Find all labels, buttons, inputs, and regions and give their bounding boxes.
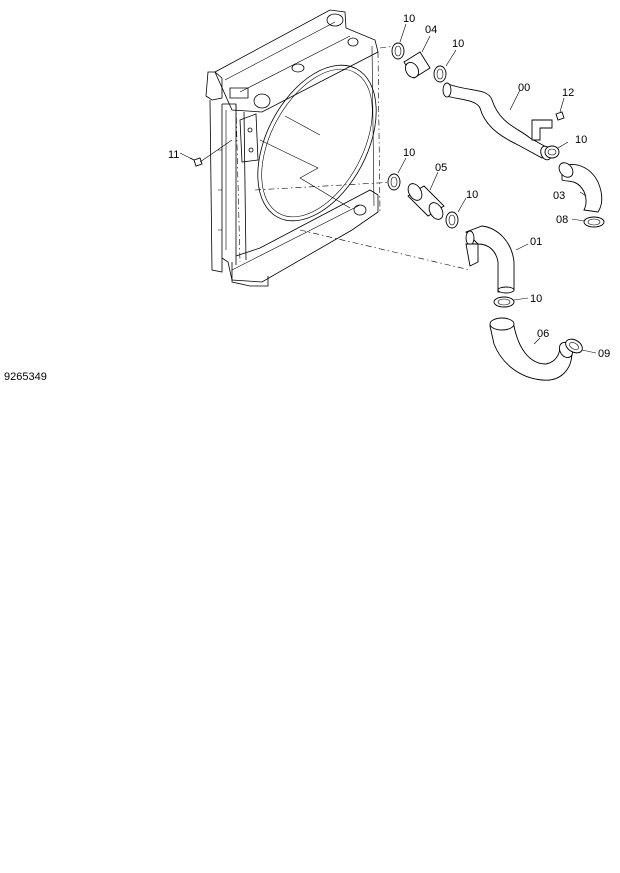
clamp-part-09	[565, 338, 597, 354]
clamp-part-10-upper-right	[544, 141, 569, 159]
callout-01: 01	[530, 236, 542, 248]
sleeve-part-05	[407, 171, 445, 220]
sleeve-part-04	[403, 35, 431, 79]
bolt-part-11	[179, 139, 233, 167]
callout-10-upper-mid: 10	[452, 38, 464, 50]
pipe-part-00	[442, 82, 553, 161]
callout-09: 09	[598, 348, 610, 360]
radiator-assembly	[205, 9, 471, 287]
clamp-part-10-upper-left	[391, 23, 407, 60]
callout-10-lower-left: 10	[403, 147, 415, 159]
callout-05: 05	[435, 162, 447, 174]
drawing-number: 9265349	[4, 371, 47, 383]
callout-10-lower-right: 10	[530, 293, 542, 305]
callout-11: 11	[168, 149, 179, 161]
pipe-part-01	[465, 225, 529, 294]
hose-part-06	[489, 317, 574, 381]
clamp-part-08	[571, 216, 605, 228]
callout-03: 03	[553, 190, 565, 202]
callout-12: 12	[562, 87, 574, 99]
callout-10-upper-left: 10	[403, 13, 415, 25]
clamp-part-10-upper-mid	[433, 49, 457, 83]
callout-08: 08	[556, 214, 568, 226]
callout-00: 00	[518, 82, 530, 94]
callout-10-upper-right: 10	[575, 134, 587, 146]
clamp-part-10-lower-right	[493, 296, 529, 308]
callout-10-lower-mid: 10	[466, 189, 478, 201]
callout-04: 04	[425, 24, 437, 36]
screw-part-12	[555, 97, 565, 121]
clamp-part-10-lower-mid	[445, 197, 467, 229]
elbow-part-03	[558, 162, 603, 213]
clamp-part-10-lower-left	[387, 157, 407, 191]
callout-06: 06	[537, 328, 549, 340]
